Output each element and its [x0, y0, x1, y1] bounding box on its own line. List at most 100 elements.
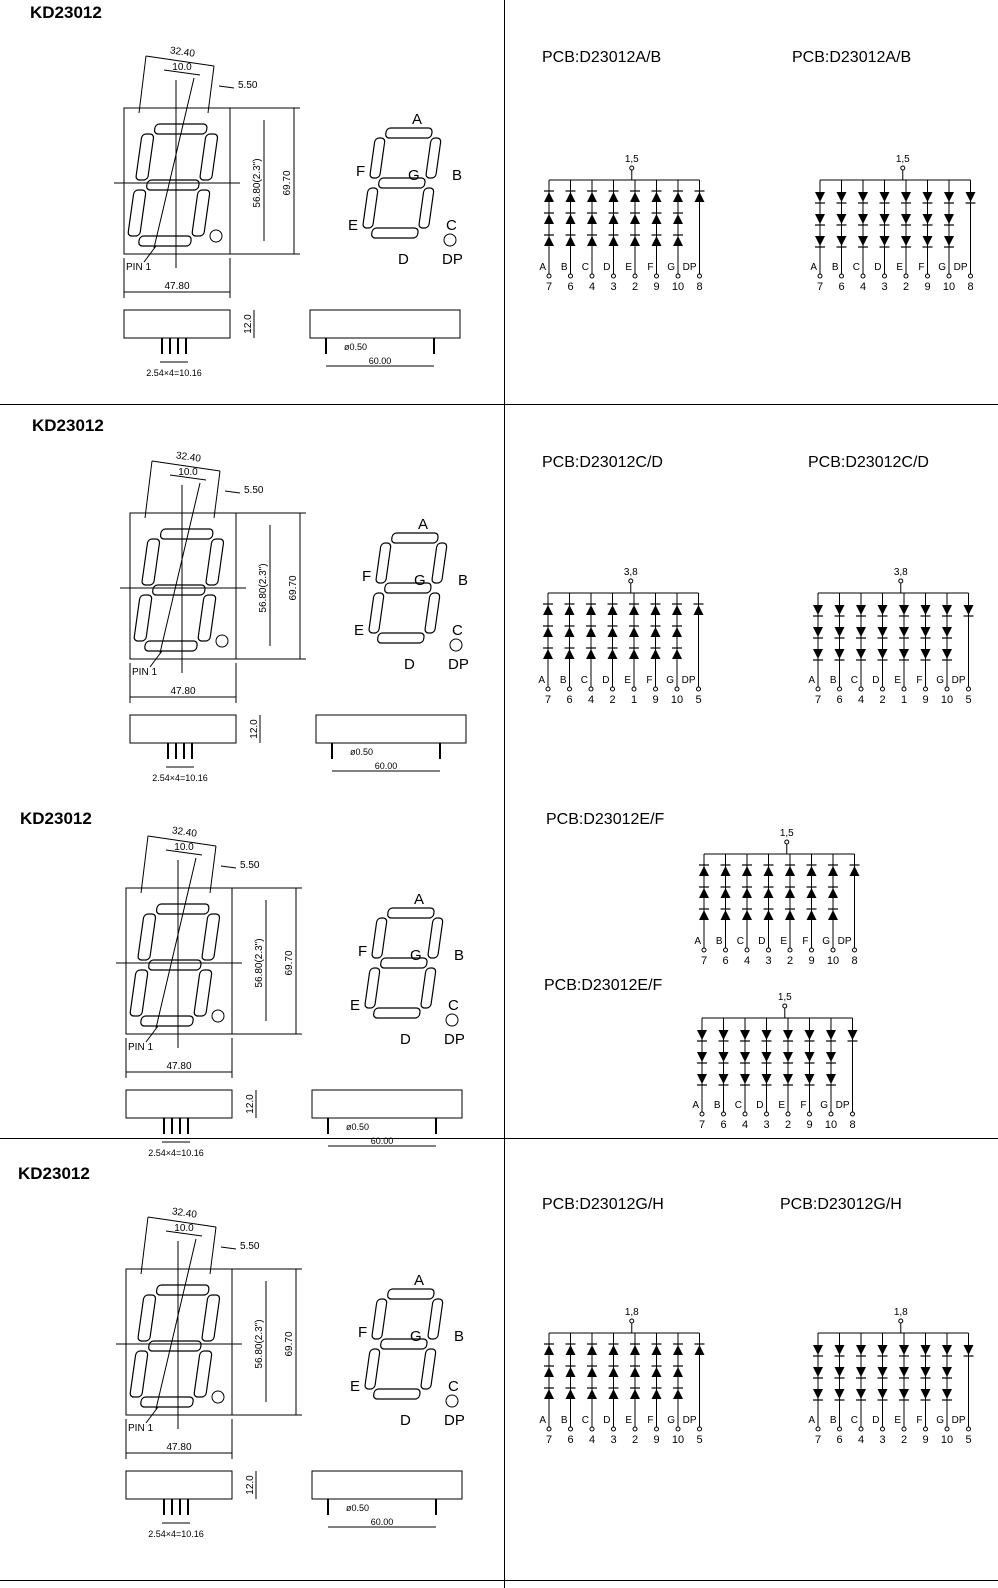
pin-terminal — [744, 947, 750, 953]
common-pin-label: 1,8 — [625, 1307, 639, 1318]
pin-number: 10 — [671, 694, 683, 706]
depth-label: 12.0 — [245, 1475, 256, 1495]
pin-number: 9 — [922, 694, 928, 706]
segment-pin-label: D — [602, 675, 609, 686]
common-pin-label: 3,8 — [894, 567, 908, 578]
led-diode — [920, 1389, 931, 1399]
segment-pin-label: B — [714, 1100, 721, 1111]
pin-number: 6 — [720, 1119, 726, 1131]
width-top-label: 32.40 — [171, 825, 198, 839]
led-diode — [543, 627, 553, 637]
led-diode — [804, 1074, 815, 1084]
segment-pin-label: F — [647, 262, 653, 273]
segment-shape — [384, 582, 432, 594]
led-diode — [629, 605, 639, 615]
led-diode — [828, 910, 838, 920]
digit-outline — [129, 1284, 221, 1408]
pin-terminal — [903, 273, 909, 279]
pin-number: 3 — [763, 1119, 769, 1131]
led-diode — [544, 1367, 554, 1377]
pin-terminal — [589, 1426, 595, 1432]
pin-terminal — [610, 686, 615, 692]
segment-pin-label: G — [938, 262, 946, 273]
led-diode — [586, 605, 596, 615]
led-diode — [564, 627, 575, 637]
segment-shape — [135, 133, 155, 181]
segment-pin-label: DP — [683, 262, 697, 273]
segment-shape — [133, 594, 153, 642]
led-diode — [673, 214, 683, 224]
model-title: KD23012 — [30, 3, 102, 22]
pin-terminal — [860, 273, 866, 279]
pin-terminal — [852, 947, 857, 953]
segment-pin-label: C — [582, 262, 589, 273]
extension-line — [140, 1216, 149, 1275]
segment-label-c: C — [446, 217, 457, 234]
led-diode — [544, 1389, 554, 1399]
section-divider — [0, 1138, 998, 1139]
segment-label-a: A — [414, 1272, 424, 1289]
segment-shape — [159, 528, 214, 540]
led-diode — [608, 1389, 619, 1399]
segment-pin-label: G — [936, 675, 944, 686]
segment-shape — [129, 1350, 149, 1398]
pin-number: 4 — [860, 281, 866, 293]
dimension-line — [147, 835, 217, 847]
total-width-label: 47.80 — [166, 1061, 191, 1072]
segment-label-dp: DP — [442, 251, 463, 268]
led-diode — [763, 910, 774, 920]
segment-pin-label: G — [820, 1100, 828, 1111]
segment-shape — [138, 235, 192, 247]
pin-number: 6 — [836, 1434, 842, 1446]
led-diode — [565, 236, 576, 246]
extension-line — [144, 460, 153, 519]
pin-number: 7 — [546, 281, 552, 293]
segment-pin-label: F — [802, 936, 808, 947]
led-diode — [720, 910, 731, 920]
segment-label-f: F — [356, 163, 365, 180]
led-diode — [826, 1052, 836, 1062]
slant-line — [159, 482, 201, 654]
segment-shape — [427, 917, 444, 959]
common-terminal — [898, 578, 904, 584]
led-diode — [920, 1345, 931, 1355]
segment-shape — [193, 969, 213, 1017]
led-diode — [565, 192, 576, 202]
pin-terminal — [675, 1426, 681, 1432]
extension-line — [140, 835, 149, 894]
depth-label: 12.0 — [249, 719, 260, 739]
segment-label-b: B — [454, 947, 464, 964]
led-diode — [942, 627, 952, 637]
led-diode — [834, 649, 845, 659]
led-diode — [879, 192, 890, 202]
led-diode — [607, 605, 618, 615]
dp-dot — [449, 638, 463, 652]
segment-shape — [425, 137, 442, 179]
pin-terminal — [742, 1111, 748, 1117]
slant-line — [155, 857, 197, 1029]
section-drawing: KD2301232.4010.05.5056.80(2.3")69.70PIN … — [30, 3, 976, 378]
led-diode — [944, 192, 954, 202]
common-terminal — [900, 165, 906, 171]
segment-pin-label: DP — [836, 1100, 850, 1111]
dp-dot — [445, 1013, 459, 1027]
pin-terminal — [674, 686, 680, 692]
leader-line — [218, 85, 235, 89]
led-diode — [630, 214, 640, 224]
leader-line — [149, 650, 163, 668]
dp-dot — [211, 1390, 225, 1404]
pin-number: 9 — [922, 1434, 928, 1446]
led-diode — [586, 649, 596, 659]
led-diode — [836, 236, 847, 246]
led-diode — [672, 649, 682, 659]
segment-pin-label: B — [716, 936, 723, 947]
led-diode — [849, 866, 860, 876]
pcb-title: PCB:D23012A/B — [542, 49, 661, 66]
led-diode — [630, 1367, 640, 1377]
led-diode — [899, 649, 909, 659]
pin-number: 4 — [589, 1434, 595, 1446]
segment-pin-label: C — [735, 1100, 742, 1111]
segment-shape — [369, 137, 386, 179]
